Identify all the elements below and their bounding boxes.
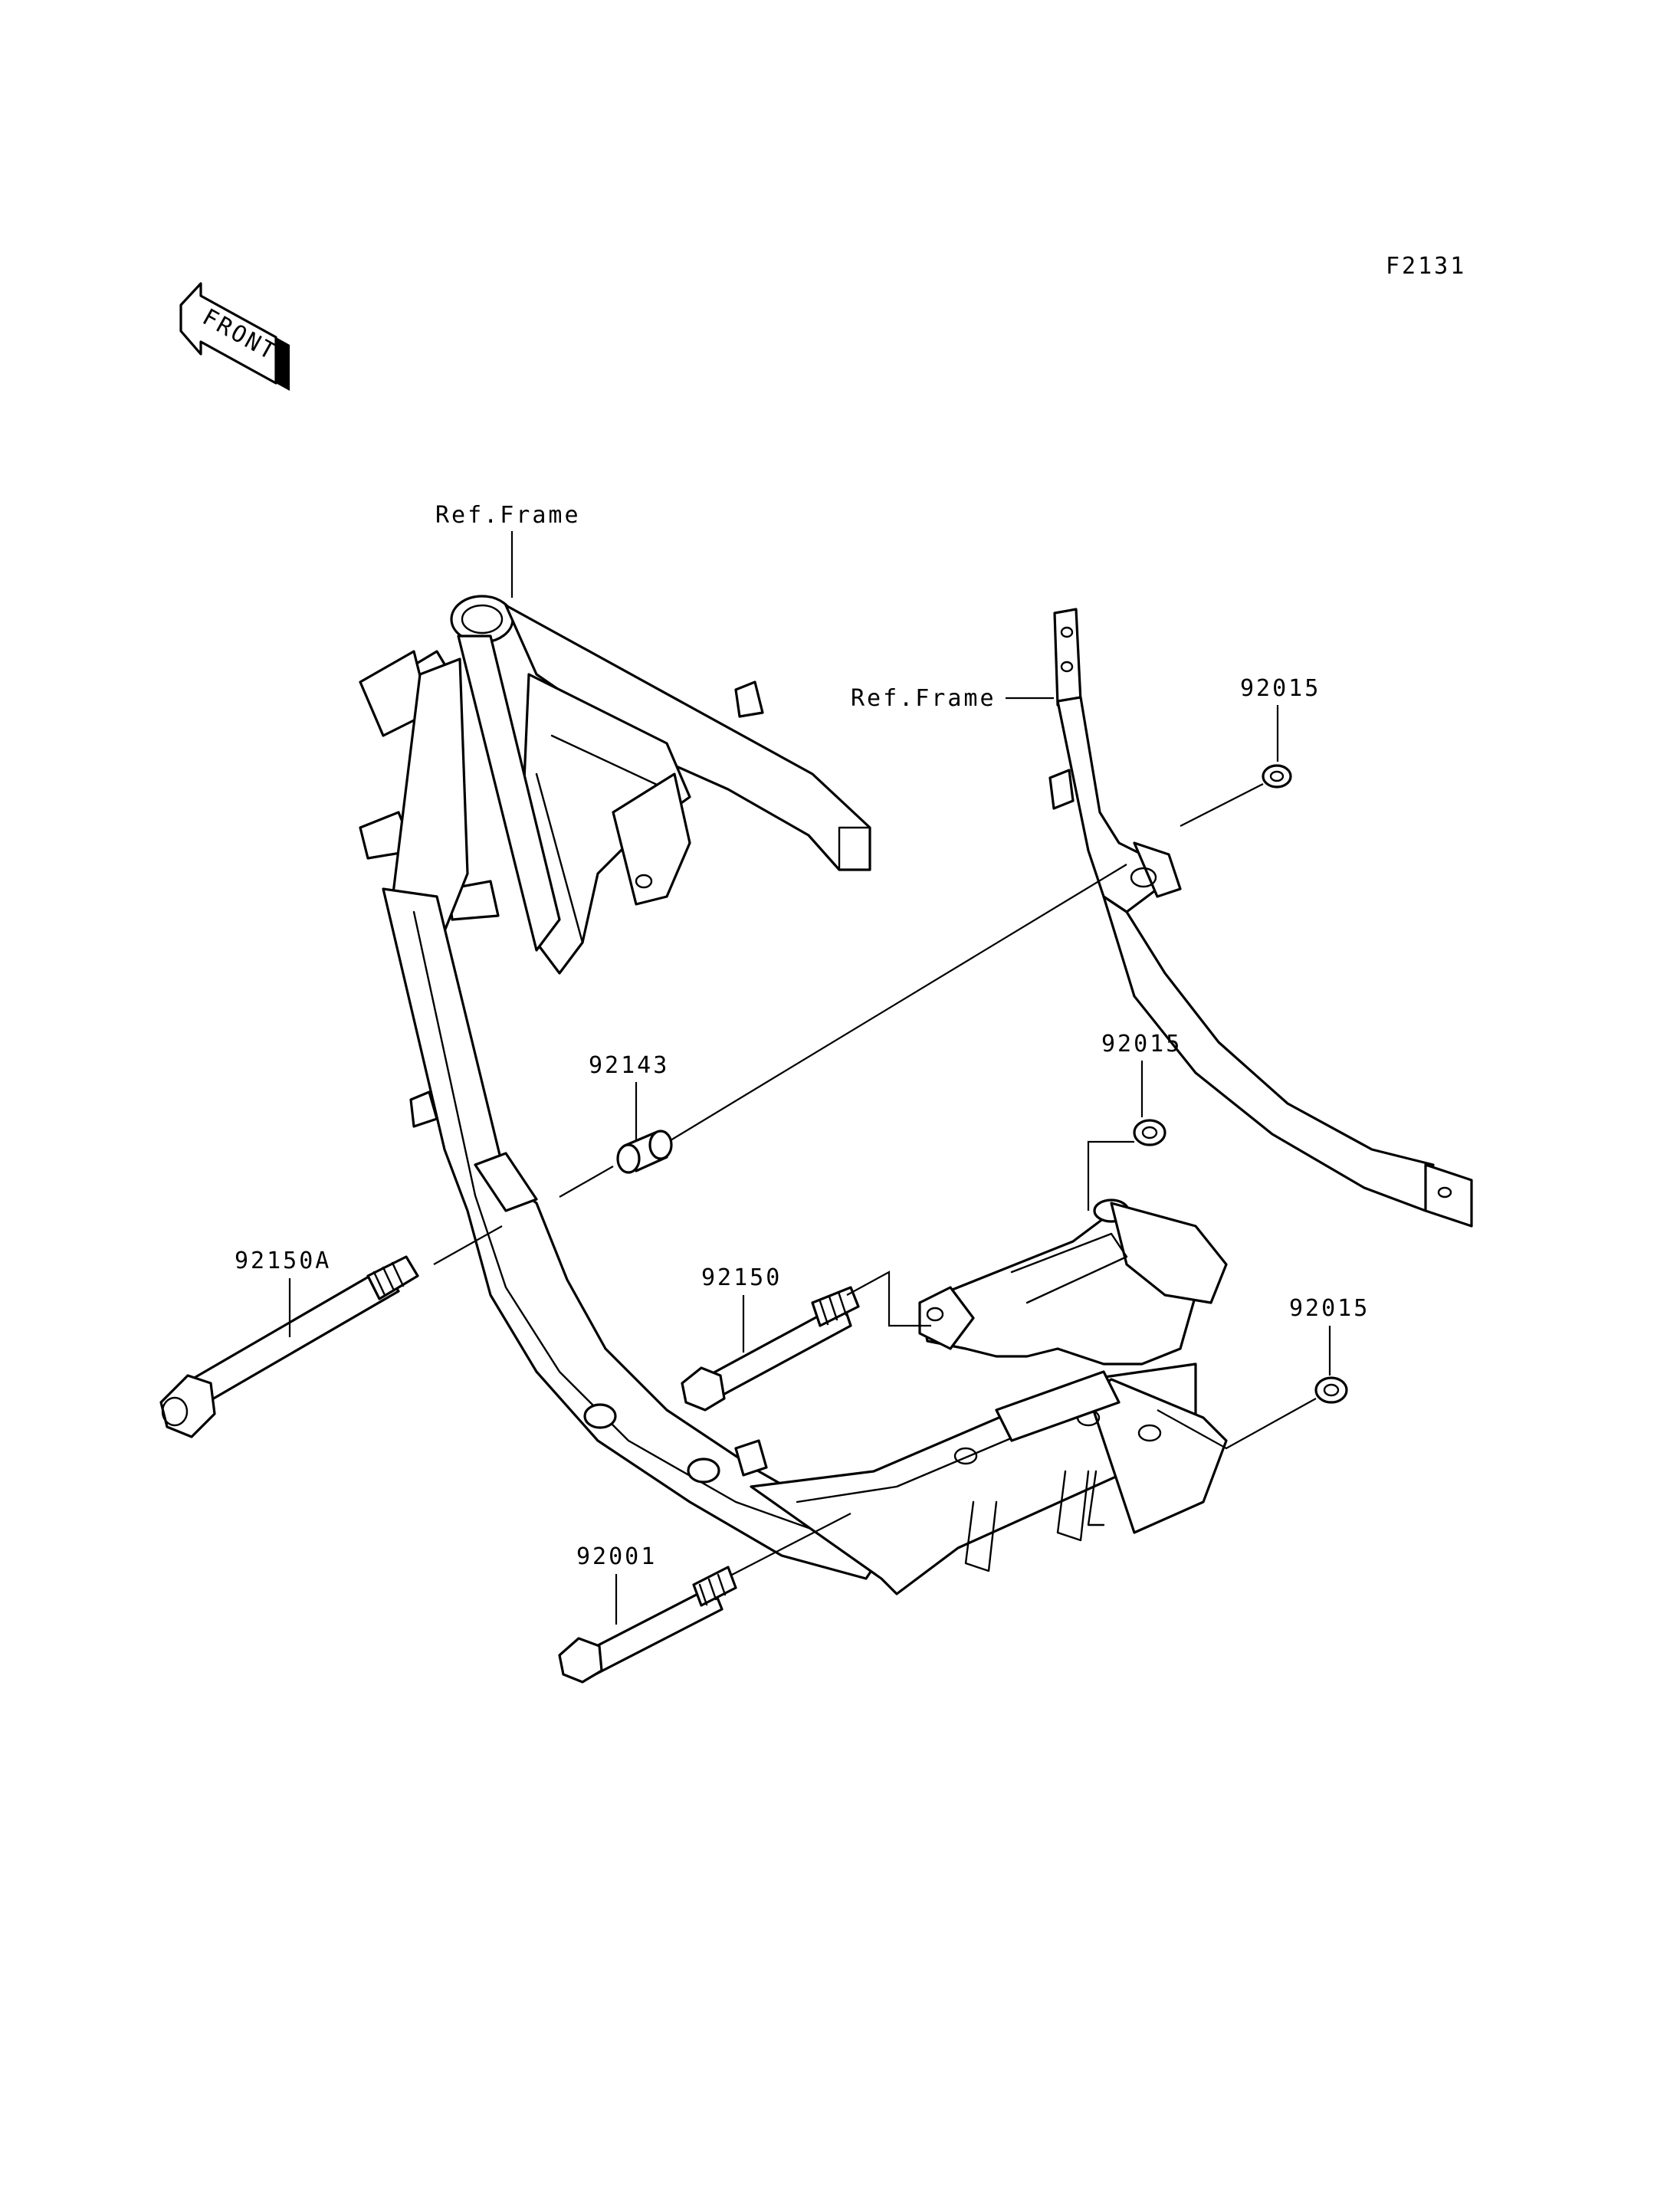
leader-lines	[433, 783, 1317, 1576]
part-label-92015-right: 92015	[1289, 1295, 1370, 1322]
part-label-92015-middle: 92015	[1101, 1031, 1182, 1058]
part-label-92001: 92001	[576, 1543, 657, 1570]
bolt-92150	[681, 1286, 860, 1412]
collar-92015-right	[1314, 1376, 1348, 1404]
bolt-92150A	[159, 1255, 419, 1438]
bolt-92001	[558, 1566, 737, 1684]
part-label-92150: 92150	[701, 1264, 782, 1291]
ref-frame-label-left: Ref.Frame	[435, 502, 581, 529]
engine-mount-bracket	[918, 1199, 1228, 1366]
part-label-92015-top: 92015	[1240, 675, 1321, 702]
spacer-92143	[616, 1130, 673, 1174]
front-arrow-icon: FRONT	[179, 282, 290, 391]
part-label-92143: 92143	[589, 1052, 669, 1079]
collar-92015-middle	[1133, 1119, 1166, 1146]
part-label-92150A: 92150A	[235, 1248, 331, 1274]
ref-frame-label-right: Ref.Frame	[851, 685, 996, 712]
collar-92015-top	[1262, 764, 1292, 789]
diagram-code: F2131	[1386, 253, 1466, 280]
left-frame	[359, 595, 1228, 1595]
right-frame	[1048, 608, 1473, 1228]
